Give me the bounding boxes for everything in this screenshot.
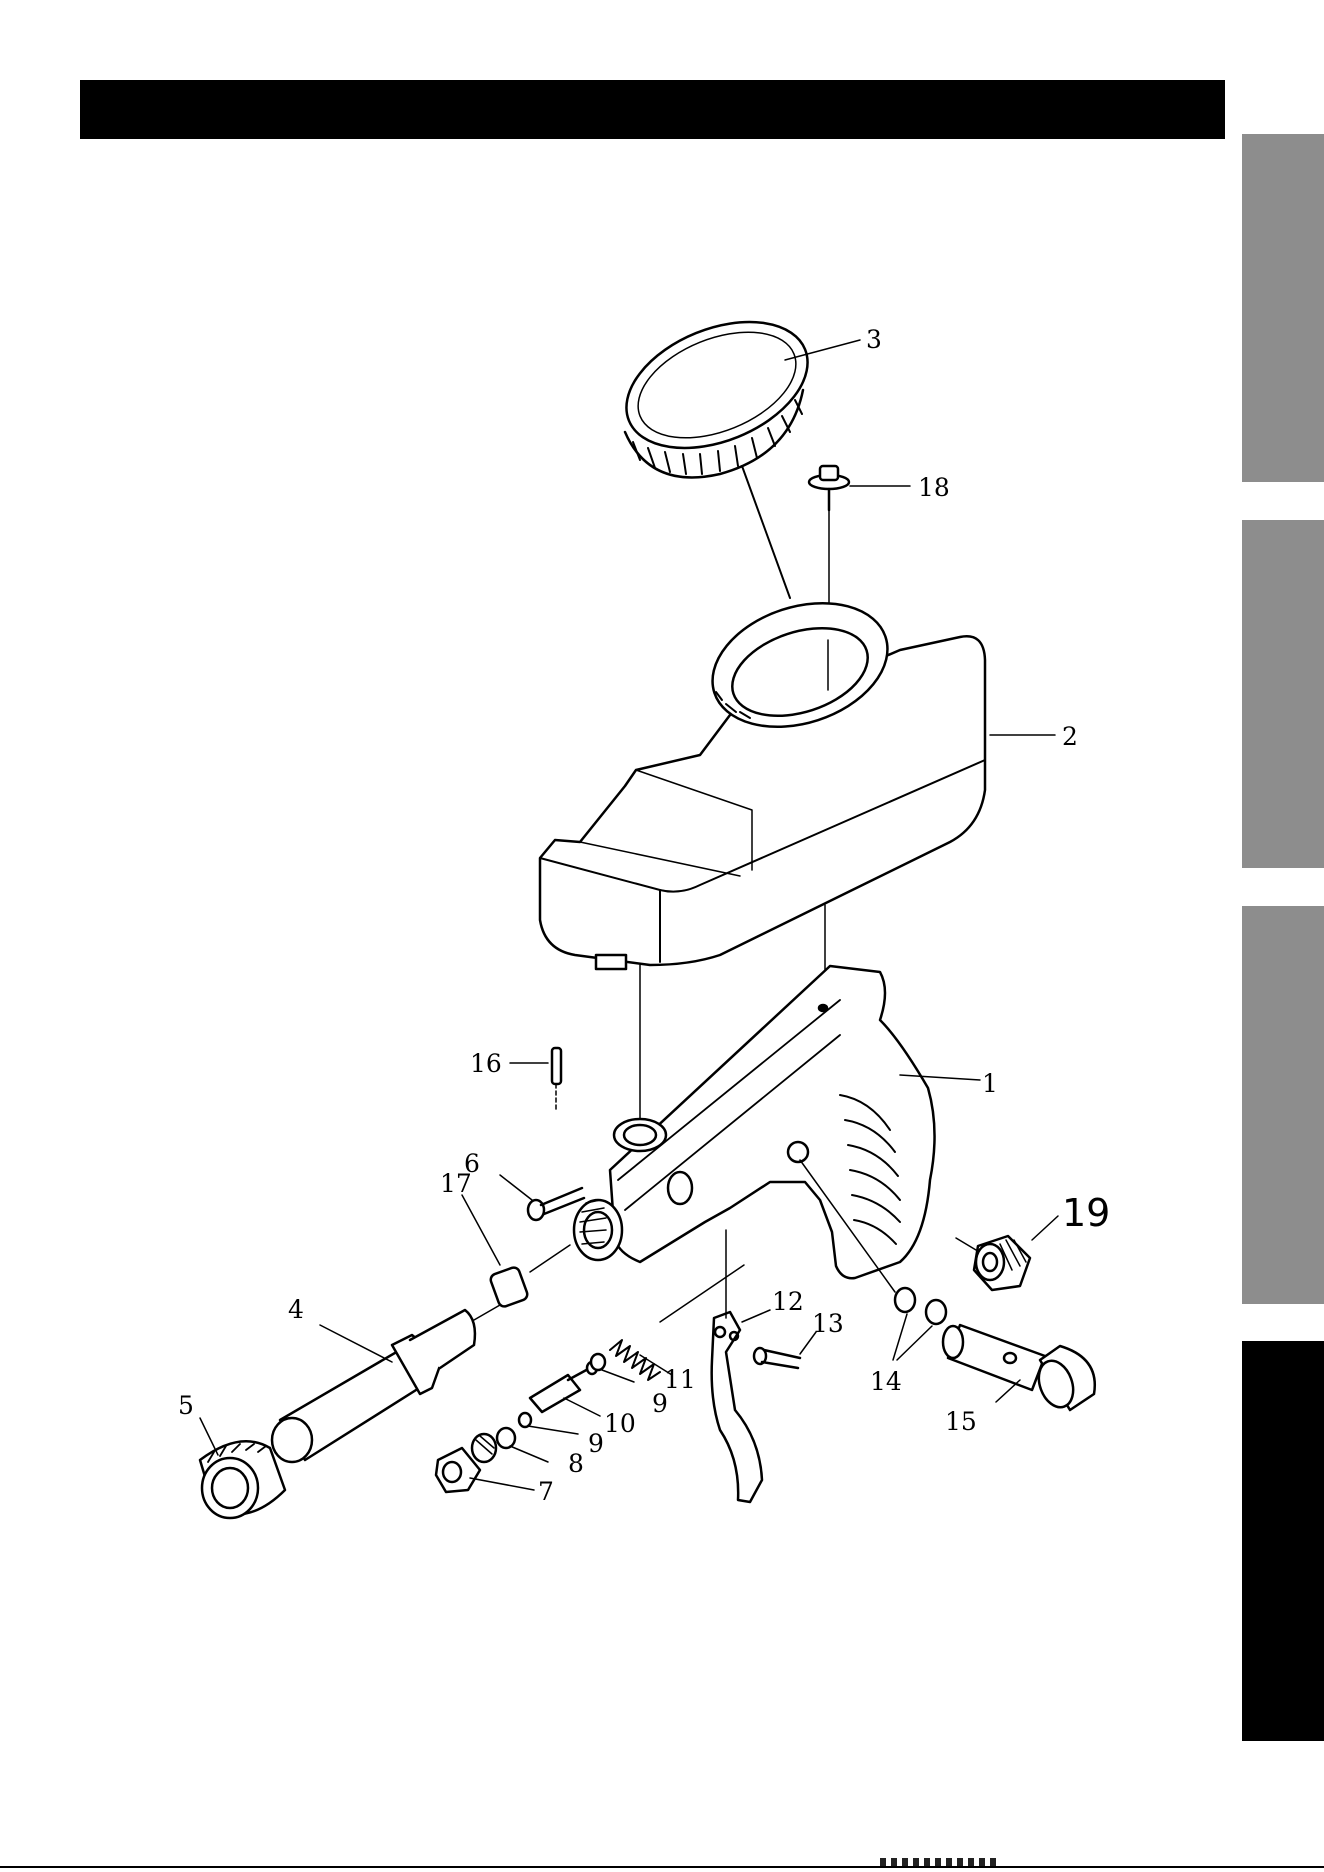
part-valve-stem-10: [530, 1362, 600, 1416]
part-nozzle-tube: [272, 1305, 500, 1462]
part-hopper: [540, 582, 1055, 969]
part-valve-rod-15: [943, 1325, 1095, 1412]
part-sleeve-17: [462, 1195, 570, 1308]
callout-11: 11: [664, 1365, 696, 1394]
callout-17: 17: [440, 1169, 472, 1198]
part-washer-8: [497, 1428, 515, 1448]
part-trigger: [712, 1230, 770, 1502]
callout-18: 18: [918, 473, 950, 502]
callout-13: 13: [812, 1309, 844, 1338]
callout-1: 1: [982, 1069, 998, 1098]
callout-7: 7: [538, 1477, 554, 1506]
callout-15: 15: [945, 1407, 977, 1436]
part-screw-18: [809, 466, 849, 510]
part-oring-9a: [591, 1354, 605, 1370]
callout-10: 10: [604, 1409, 636, 1438]
callout-12: 12: [772, 1287, 804, 1316]
part-cap: [608, 297, 826, 477]
part-oring-9b: [519, 1413, 531, 1427]
callout-9b: 9: [588, 1429, 604, 1458]
callout-4: 4: [288, 1295, 304, 1324]
callout-16: 16: [470, 1049, 502, 1078]
callout-19: 19: [1062, 1191, 1110, 1235]
callout-2: 2: [1062, 722, 1078, 751]
part-gun-body: [574, 966, 935, 1278]
footer-rule: [0, 1866, 1324, 1868]
callout-8: 8: [568, 1449, 584, 1478]
callout-3: 3: [866, 325, 882, 354]
part-pin-16: [510, 1048, 561, 1112]
part-screw-13: [754, 1332, 816, 1368]
part-plug-7: [436, 1434, 534, 1492]
footer-marks: [880, 1858, 1000, 1866]
part-fitting-19: [956, 1216, 1058, 1290]
callout-14: 14: [870, 1367, 902, 1396]
part-bolt-6: [500, 1175, 584, 1220]
callout-5: 5: [178, 1391, 194, 1420]
